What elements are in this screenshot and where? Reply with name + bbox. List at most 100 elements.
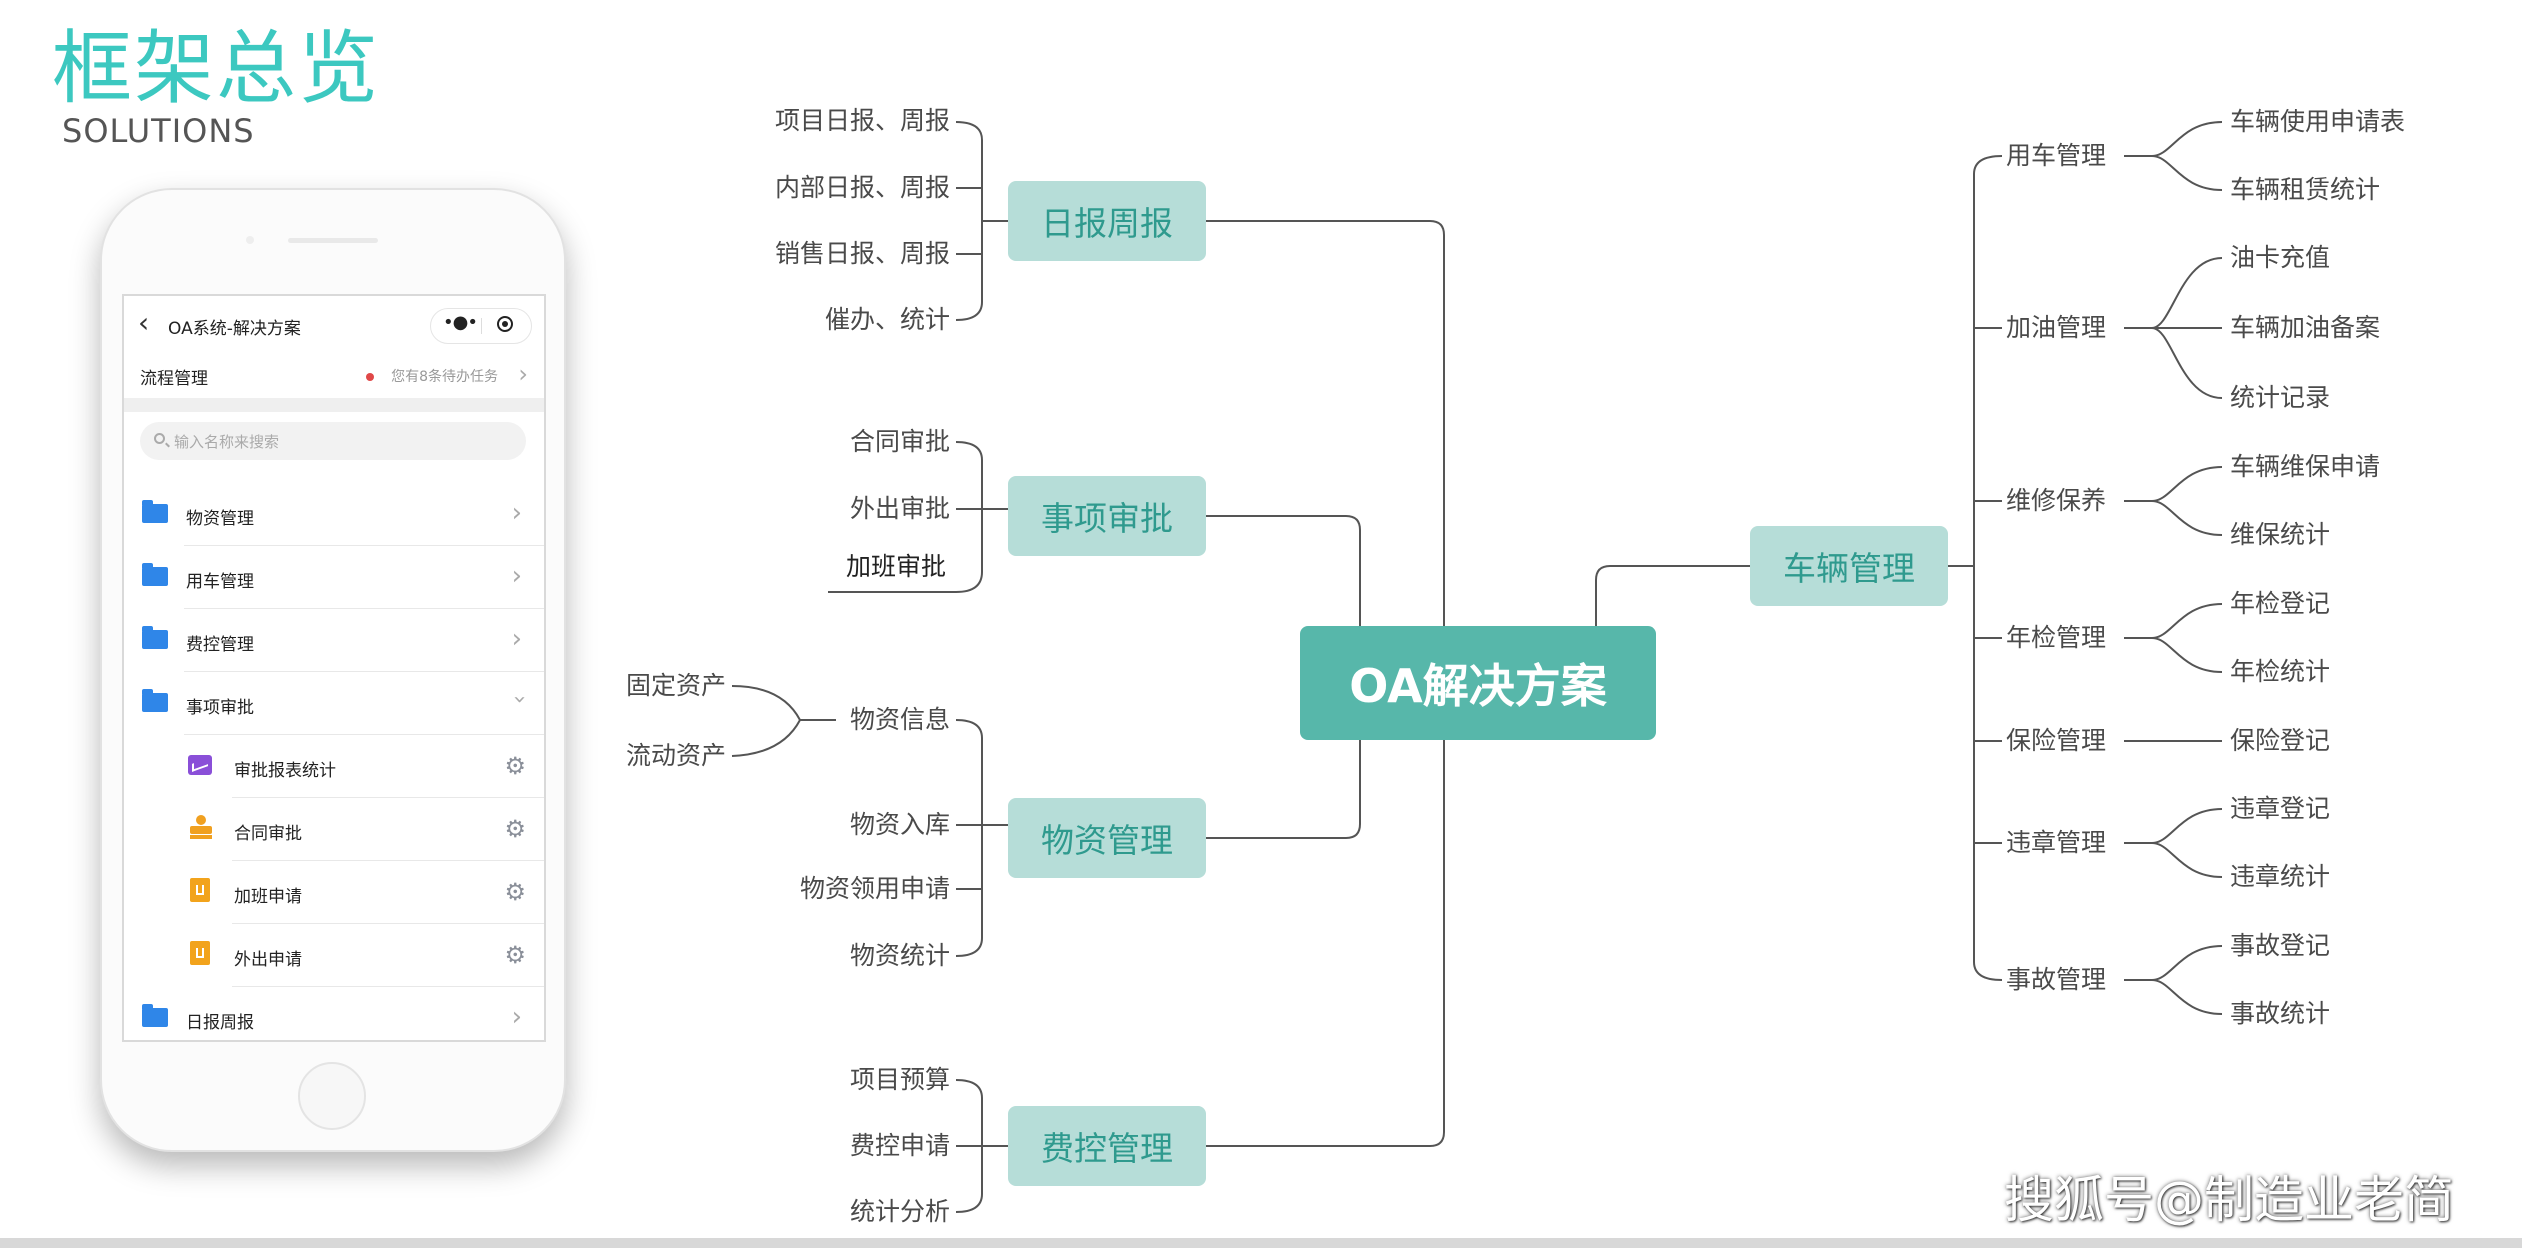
gear-icon[interactable]: ⚙ [504, 941, 526, 969]
submenu-item-report-stats[interactable]: 审批报表统计 ⚙ [124, 736, 544, 798]
phone-camera [246, 236, 254, 244]
leaf-node: 年检统计 [2230, 657, 2331, 686]
child-node: 违章管理 [2006, 828, 2107, 857]
submenu-item-outing[interactable]: 外出申请 ⚙ [124, 925, 544, 987]
watermark: 搜狐号@制造业老简 [2004, 1171, 2454, 1229]
back-arrow-icon[interactable]: ‹ [138, 306, 150, 339]
row-divider [232, 923, 544, 924]
submenu-item-overtime[interactable]: 加班申请 ⚙ [124, 862, 544, 924]
close-target-icon[interactable] [497, 316, 513, 332]
menu-item-vehicle[interactable]: 用车管理 › [124, 547, 544, 609]
section-divider [124, 398, 544, 412]
menu-item-approval[interactable]: 事项审批 › [124, 673, 544, 735]
child-node: 保险管理 [2006, 726, 2107, 755]
capsule-divider [481, 318, 482, 334]
branch-materials: 物资管理 [1008, 798, 1206, 878]
page-subtitle: SOLUTIONS [62, 112, 255, 150]
home-button [298, 1062, 366, 1130]
more-icon[interactable]: •●• [443, 312, 478, 333]
notification-dot [366, 373, 374, 381]
child-node: 年检管理 [2006, 623, 2107, 652]
row-divider [232, 860, 544, 861]
leaf-node: 保险登记 [2230, 726, 2331, 755]
child-node: 事故管理 [2006, 965, 2107, 994]
leaf-node: 统计分析 [849, 1197, 950, 1226]
leaf-node: 加班审批 [845, 552, 946, 581]
submenu-label: 加班申请 [234, 887, 302, 907]
chart-icon [188, 755, 212, 775]
submenu-item-contract[interactable]: 合同审批 ⚙ [124, 799, 544, 861]
nav-bar: ‹ OA系统-解决方案 •●• [124, 296, 544, 356]
bottom-band [0, 1238, 2522, 1248]
folder-icon [142, 500, 168, 523]
menu-label: 用车管理 [186, 572, 254, 592]
leaf-node: 固定资产 [625, 671, 726, 700]
mini-program-capsule: •●• [430, 308, 532, 344]
branch-approval: 事项审批 [1008, 476, 1206, 556]
row-divider [184, 608, 544, 609]
leaf-node: 维保统计 [2230, 520, 2331, 549]
menu-label: 物资管理 [186, 509, 254, 529]
search-input[interactable]: 输入名称来搜索 [140, 422, 526, 460]
leaf-node: 物资信息 [849, 705, 950, 734]
center-node: OA解决方案 [1300, 626, 1656, 740]
gear-icon[interactable]: ⚙ [504, 878, 526, 906]
stamp-icon [190, 815, 212, 839]
branch-vehicle: 车辆管理 [1750, 526, 1948, 606]
folder-icon [142, 1004, 168, 1027]
menu-item-daily-report[interactable]: 日报周报 › [124, 988, 544, 1040]
leaf-node: 物资统计 [849, 941, 950, 970]
phone-screen: ‹ OA系统-解决方案 •●• 流程管理 您有8条待办任务 › 输入名称来搜索 … [122, 294, 546, 1042]
search-placeholder: 输入名称来搜索 [174, 433, 280, 451]
menu-label: 事项审批 [186, 698, 254, 718]
flow-label: 流程管理 [140, 369, 208, 389]
leaf-node: 违章统计 [2230, 862, 2331, 891]
submenu-label: 外出申请 [234, 950, 302, 970]
leaf-node: 年检登记 [2230, 589, 2331, 618]
branch-expense: 费控管理 [1008, 1106, 1206, 1186]
leaf-node: 车辆维保申请 [2230, 452, 2381, 481]
chevron-right-icon: › [511, 624, 522, 654]
chevron-right-icon: › [511, 561, 522, 591]
leaf-node: 车辆租赁统计 [2230, 175, 2381, 204]
row-divider [232, 986, 544, 987]
submenu-label: 合同审批 [234, 824, 302, 844]
leaf-node: 费控申请 [849, 1131, 950, 1160]
branch-daily-report: 日报周报 [1008, 181, 1206, 261]
document-icon [190, 878, 210, 902]
row-divider [232, 797, 544, 798]
row-divider [184, 545, 544, 546]
leaf-node: 物资领用申请 [799, 874, 950, 903]
leaf-node: 事故登记 [2230, 931, 2331, 960]
gear-icon[interactable]: ⚙ [504, 815, 526, 843]
leaf-node: 车辆加油备案 [2230, 313, 2381, 342]
menu-item-expense[interactable]: 费控管理 › [124, 610, 544, 672]
flow-management-row[interactable]: 流程管理 您有8条待办任务 › [124, 356, 544, 396]
phone-speaker [288, 238, 378, 243]
page-title: 框架总览 [52, 22, 380, 115]
menu-item-materials[interactable]: 物资管理 › [124, 484, 544, 546]
leaf-node: 项目日报、周报 [774, 106, 950, 135]
leaf-node: 物资入库 [849, 810, 950, 839]
submenu-label: 审批报表统计 [234, 761, 336, 781]
leaf-node: 事故统计 [2230, 999, 2331, 1028]
chevron-right-icon: › [511, 498, 522, 528]
child-node: 用车管理 [2006, 141, 2107, 170]
leaf-node: 油卡充值 [2230, 243, 2331, 272]
leaf-node: 车辆使用申请表 [2230, 107, 2406, 136]
folder-open-icon [142, 689, 168, 712]
search-icon [154, 433, 165, 444]
gear-icon[interactable]: ⚙ [504, 752, 526, 780]
leaf-node: 催办、统计 [824, 305, 950, 334]
document-icon [190, 941, 210, 965]
row-divider [184, 734, 544, 735]
chevron-right-icon: › [518, 360, 528, 388]
menu-label: 费控管理 [186, 635, 254, 655]
menu-label: 日报周报 [186, 1013, 254, 1033]
nav-title: OA系统-解决方案 [168, 319, 301, 339]
row-divider [184, 671, 544, 672]
child-node: 加油管理 [2006, 313, 2107, 342]
leaf-node: 内部日报、周报 [774, 173, 950, 202]
